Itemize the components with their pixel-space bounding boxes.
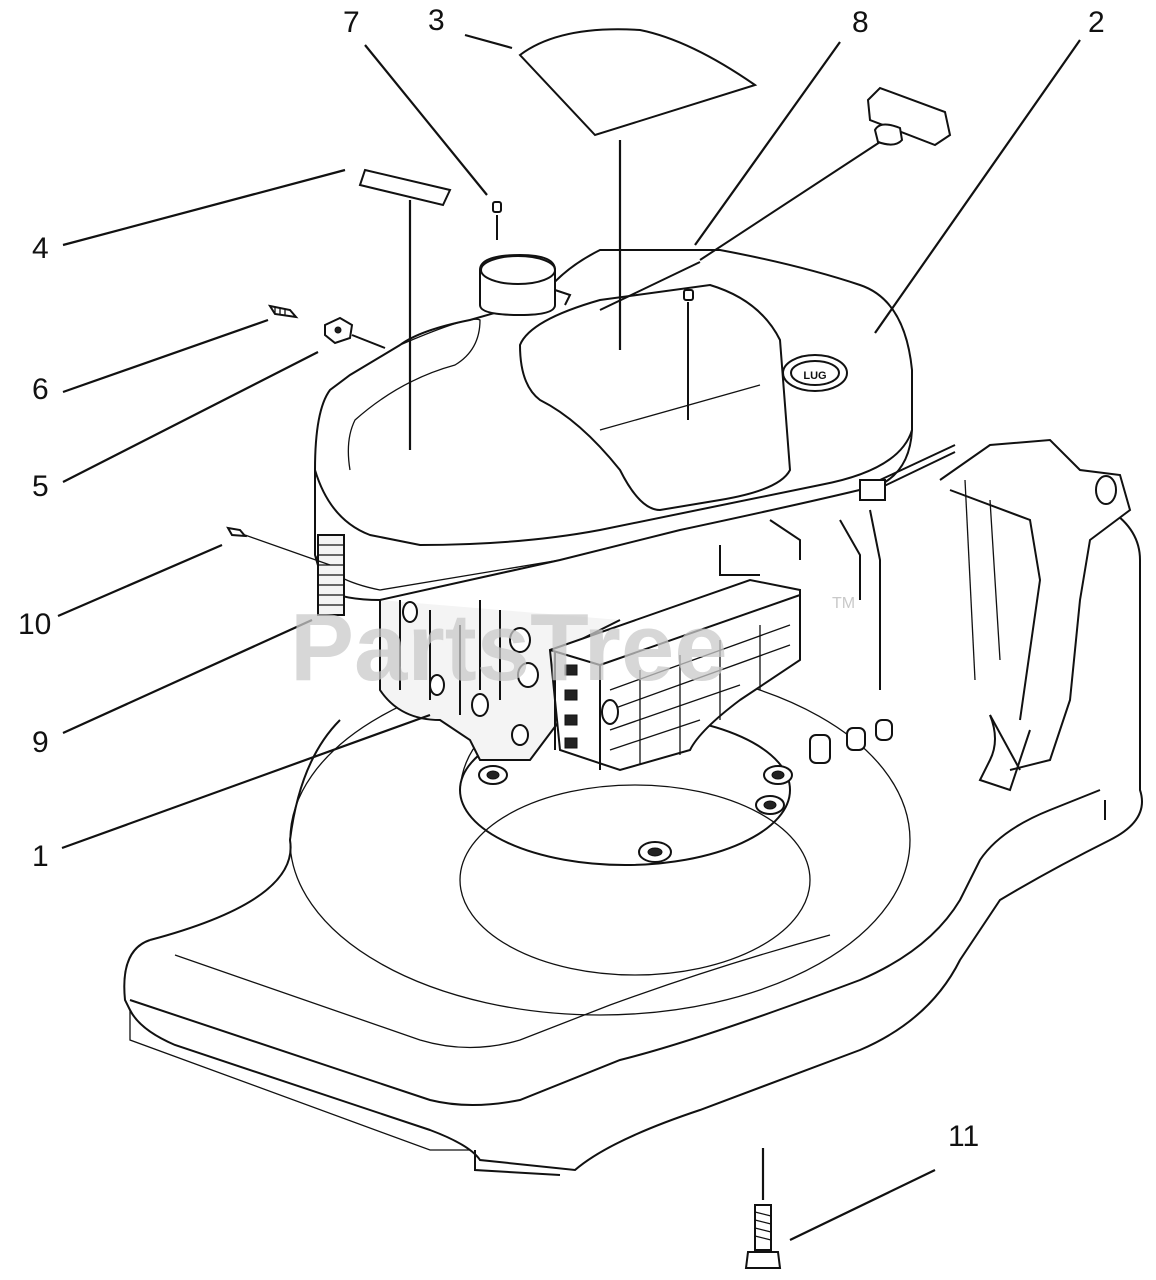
callout-3: 3	[428, 4, 445, 37]
screw-10[interactable]	[226, 526, 331, 566]
callout-7: 7	[343, 6, 360, 39]
callout-labels: 1 2 3 4 5 6 7 8 9 10 11	[18, 4, 1105, 1153]
watermark-text: PartsTree	[290, 594, 728, 701]
engine-shroud: LUG	[314, 249, 913, 616]
watermark: PartsTree TM	[290, 594, 855, 701]
svg-text:LUG: LUG	[803, 370, 826, 382]
watermark-trademark: TM	[832, 595, 855, 612]
decal-4[interactable]	[358, 168, 452, 207]
deck-bosses	[478, 719, 893, 863]
mower-deck	[123, 438, 1143, 1176]
control-cable	[859, 444, 956, 501]
screw-6[interactable]	[267, 304, 299, 319]
callout-5: 5	[32, 470, 49, 503]
callout-1: 1	[32, 840, 49, 873]
bracket-5[interactable]	[324, 316, 386, 349]
dipstick-8[interactable]	[599, 86, 952, 311]
bolt-11[interactable]	[744, 1148, 782, 1269]
callout-10: 10	[18, 608, 51, 641]
callout-9: 9	[32, 726, 49, 759]
callout-6: 6	[32, 373, 49, 406]
callout-2: 2	[1088, 6, 1105, 39]
shroud-screw	[683, 289, 694, 420]
screw-7[interactable]	[492, 201, 502, 240]
callout-11: 11	[948, 1120, 979, 1153]
callout-8: 8	[852, 6, 869, 39]
callout-4: 4	[32, 232, 49, 265]
air-filter-housing	[548, 578, 801, 772]
callout-leaders	[57, 33, 1081, 1241]
decal-3[interactable]	[518, 28, 758, 137]
